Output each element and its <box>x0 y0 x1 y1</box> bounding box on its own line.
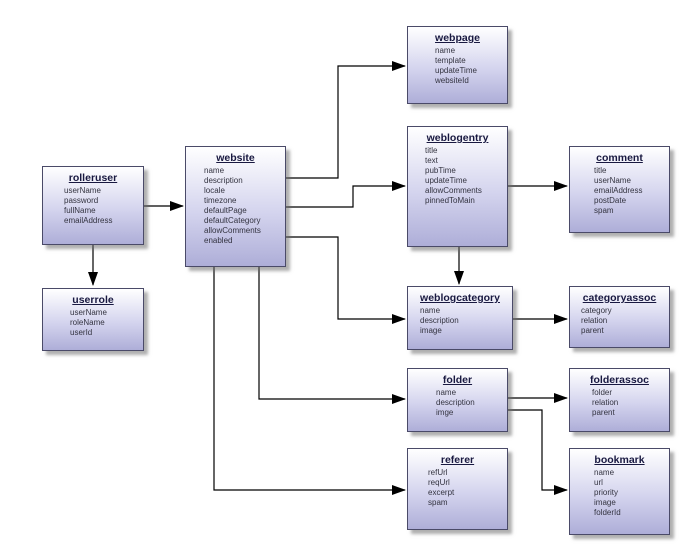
weblogentry-field: pinnedToMain <box>425 196 475 205</box>
comment-field: title <box>594 166 607 175</box>
webpage-field: updateTime <box>435 66 477 75</box>
weblogcategory-field: name <box>420 306 441 315</box>
categoryassoc-field: category <box>581 306 612 315</box>
entity-weblogentry-title: weblogentry <box>426 132 489 144</box>
folderassoc-field: parent <box>592 408 615 417</box>
folder-field: imge <box>436 408 454 417</box>
entity-webpage-title: webpage <box>435 32 480 44</box>
weblogentry-field: title <box>425 146 438 155</box>
bookmark-field: priority <box>594 488 619 497</box>
weblogentry-field: text <box>425 156 438 165</box>
website-field: enabled <box>204 236 233 245</box>
webpage-field: template <box>435 56 466 65</box>
comment-field: userName <box>594 176 631 185</box>
rolleruser-field: password <box>64 196 99 205</box>
entity-bookmark-title: bookmark <box>594 454 645 466</box>
referer-field: reqUrl <box>428 478 450 487</box>
entity-rolleruser-title: rolleruser <box>68 172 118 184</box>
website-field: defaultCategory <box>204 216 261 225</box>
entity-categoryassoc-title: categoryassoc <box>582 292 657 304</box>
rolleruser-field: emailAddress <box>64 216 113 225</box>
folder-field: description <box>436 398 475 407</box>
bookmark-field: name <box>594 468 615 477</box>
website-field: locale <box>204 186 225 195</box>
weblogentry-field: updateTime <box>425 176 467 185</box>
weblogentry-field: pubTime <box>425 166 456 175</box>
folderassoc-field: relation <box>592 398 619 407</box>
entity-website-title: website <box>216 152 255 164</box>
weblogcategory-field: image <box>420 326 442 335</box>
arrow-folder-to-bookmark <box>508 409 568 495</box>
website-field: allowComments <box>204 226 261 235</box>
webpage-field: websiteId <box>435 76 469 85</box>
folder-field: name <box>436 388 457 397</box>
entity-weblogcategory-title: weblogcategory <box>420 292 500 304</box>
comment-field: emailAddress <box>594 186 643 195</box>
categoryassoc-field: relation <box>581 316 608 325</box>
weblogcategory-field: description <box>420 316 459 325</box>
userrole-field: userId <box>70 328 93 337</box>
website-field: defaultPage <box>204 206 247 215</box>
referer-field: spam <box>428 498 448 507</box>
arrow-website-to-referer <box>213 267 406 495</box>
bookmark-field: folderId <box>594 508 621 517</box>
arrow-website-to-webpage <box>286 61 406 179</box>
weblogentry-field: allowComments <box>425 186 482 195</box>
website-field: description <box>204 176 243 185</box>
comment-field: spam <box>594 206 614 215</box>
rolleruser-field: fullName <box>64 206 96 215</box>
website-field: timezone <box>204 196 237 205</box>
entity-referer-title: referer <box>440 454 475 466</box>
bookmark-field: url <box>594 478 603 487</box>
webpage-field: name <box>435 46 456 55</box>
arrow-website-to-folder <box>258 267 406 404</box>
entity-folderassoc-title: folderassoc <box>590 374 649 386</box>
website-field: name <box>204 166 225 175</box>
referer-field: refUrl <box>428 468 448 477</box>
comment-field: postDate <box>594 196 627 205</box>
userrole-field: roleName <box>70 318 105 327</box>
arrow-website-to-weblogentry <box>286 181 406 208</box>
userrole-field: userName <box>70 308 107 317</box>
folderassoc-field: folder <box>592 388 613 397</box>
categoryassoc-field: parent <box>581 326 604 335</box>
entity-comment-title: comment <box>596 152 643 164</box>
referer-field: excerpt <box>428 488 455 497</box>
rolleruser-field: userName <box>64 186 101 195</box>
entity-folder-title: folder <box>442 374 473 386</box>
arrow-website-to-weblogcategory <box>286 236 406 324</box>
bookmark-field: image <box>594 498 616 507</box>
entity-userrole-title: userrole <box>72 294 114 306</box>
